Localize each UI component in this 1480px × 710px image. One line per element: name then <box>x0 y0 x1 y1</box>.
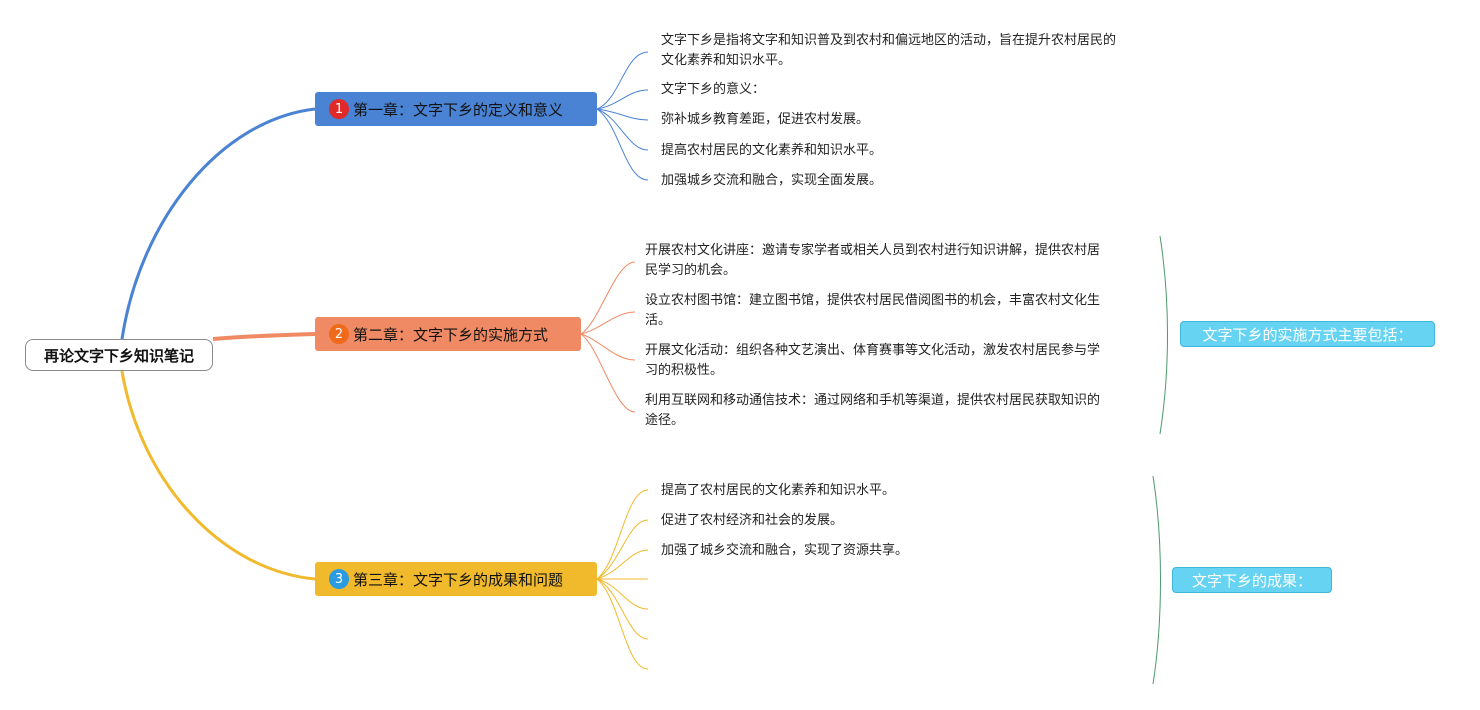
leaf-text: 利用互联网和移动通信技术：通过网络和手机等渠道，提供农村居民获取知识的 <box>645 393 1101 408</box>
leaf-text: 开展文化活动：组织各种文艺演出、体育赛事等文化活动，激发农村居民参与学 <box>645 343 1101 358</box>
leaf-text: 提高了农村居民的文化素养和知识水平。 <box>661 483 896 498</box>
leaf-text: 文字下乡的意义： <box>661 82 766 97</box>
leaf-text: 弥补城乡教育差距，促进农村发展。 <box>661 112 870 127</box>
leaf-text: 加强城乡交流和融合，实现全面发展。 <box>661 173 883 188</box>
leaf-text: 习的积极性。 <box>645 363 724 378</box>
summary-topic[interactable]: 文字下乡的实施方式主要包括： <box>1180 321 1435 347</box>
leaf-text: 促进了农村经济和社会的发展。 <box>661 513 844 528</box>
leaf-text: 途径。 <box>645 413 685 428</box>
chapter-title: 第三章：文字下乡的成果和问题 <box>353 570 564 589</box>
summary-topic[interactable]: 文字下乡的成果： <box>1172 567 1332 593</box>
chapter-1-topic[interactable]: 1 第一章：文字下乡的定义和意义 <box>315 92 597 126</box>
chapter-title: 第一章：文字下乡的定义和意义 <box>353 100 564 119</box>
leaf-text: 设立农村图书馆：建立图书馆，提供农村居民借阅图书的机会，丰富农村文化生 <box>645 293 1101 308</box>
leaf-text: 加强了城乡交流和融合，实现了资源共享。 <box>661 543 909 558</box>
leaf-text: 文化素养和知识水平。 <box>661 53 792 68</box>
number-badge-icon: 1 <box>329 99 349 119</box>
chapter-2-topic[interactable]: 2 第二章：文字下乡的实施方式 <box>315 317 581 351</box>
chapter-title: 第二章：文字下乡的实施方式 <box>353 325 549 344</box>
leaf-text: 活。 <box>645 313 672 328</box>
leaf-text: 民学习的机会。 <box>645 263 737 278</box>
root-title: 再论文字下乡知识笔记 <box>43 346 194 365</box>
number-badge-icon: 3 <box>329 569 349 589</box>
root-topic[interactable]: 再论文字下乡知识笔记 <box>25 339 213 371</box>
number-badge-icon: 2 <box>329 324 349 344</box>
leaf-text: 开展农村文化讲座：邀请专家学者或相关人员到农村进行知识讲解，提供农村居 <box>645 243 1101 258</box>
leaf-text: 文字下乡是指将文字和知识普及到农村和偏远地区的活动，旨在提升农村居民的 <box>661 33 1117 48</box>
chapter-3-topic[interactable]: 3 第三章：文字下乡的成果和问题 <box>315 562 597 596</box>
leaf-text: 提高农村居民的文化素养和知识水平。 <box>661 143 883 158</box>
